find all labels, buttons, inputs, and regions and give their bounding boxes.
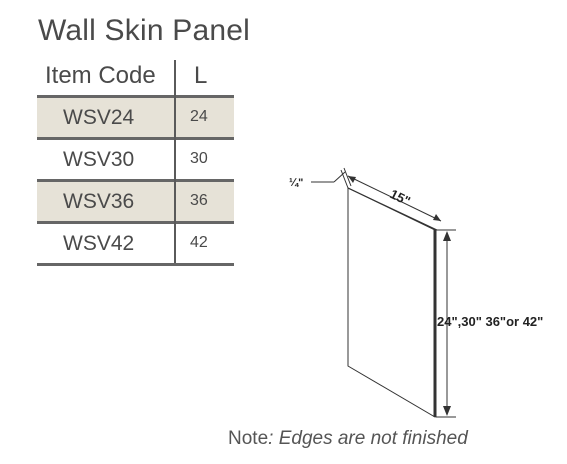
width-arrow-left bbox=[348, 176, 356, 183]
column-divider bbox=[174, 221, 176, 263]
column-divider bbox=[174, 137, 176, 179]
item-code-cell: WSV42 bbox=[63, 232, 135, 255]
height-label: 24",30" 36"or 42" bbox=[437, 314, 543, 329]
note-prefix: Note bbox=[228, 428, 269, 449]
header-item-code: Item Code bbox=[45, 62, 156, 89]
table-header: Item Code L bbox=[37, 60, 234, 95]
length-cell: 24 bbox=[190, 108, 208, 125]
note-text: : Edges are not finished bbox=[268, 428, 468, 449]
page-title: Wall Skin Panel bbox=[38, 14, 250, 47]
item-code-cell: WSV36 bbox=[63, 190, 135, 213]
table-row: WSV42 42 bbox=[37, 221, 234, 266]
length-cell: 42 bbox=[190, 234, 208, 251]
column-divider bbox=[174, 95, 176, 137]
ext-line-top bbox=[340, 169, 349, 189]
panel-edge-top bbox=[347, 187, 438, 231]
column-divider bbox=[174, 60, 176, 95]
header-length: L bbox=[194, 62, 208, 89]
thickness-leader-2 bbox=[333, 171, 346, 183]
length-cell: 36 bbox=[190, 192, 208, 209]
item-code-cell: WSV24 bbox=[63, 106, 135, 129]
table-row: WSV24 24 bbox=[37, 95, 234, 137]
item-code-cell: WSV30 bbox=[63, 148, 135, 171]
height-arrow-top bbox=[443, 231, 451, 241]
table-row: WSV30 30 bbox=[37, 137, 234, 179]
ext-line-thick bbox=[343, 167, 352, 187]
note: Note: Edges are not finished bbox=[228, 428, 468, 450]
table-row: WSV36 36 bbox=[37, 179, 234, 221]
length-cell: 30 bbox=[190, 150, 208, 167]
thickness-label: ¼" bbox=[289, 177, 303, 189]
width-arrow-right bbox=[433, 214, 441, 221]
width-dim-line bbox=[347, 175, 442, 222]
height-arrow-bottom bbox=[443, 406, 451, 416]
column-divider bbox=[174, 179, 176, 221]
